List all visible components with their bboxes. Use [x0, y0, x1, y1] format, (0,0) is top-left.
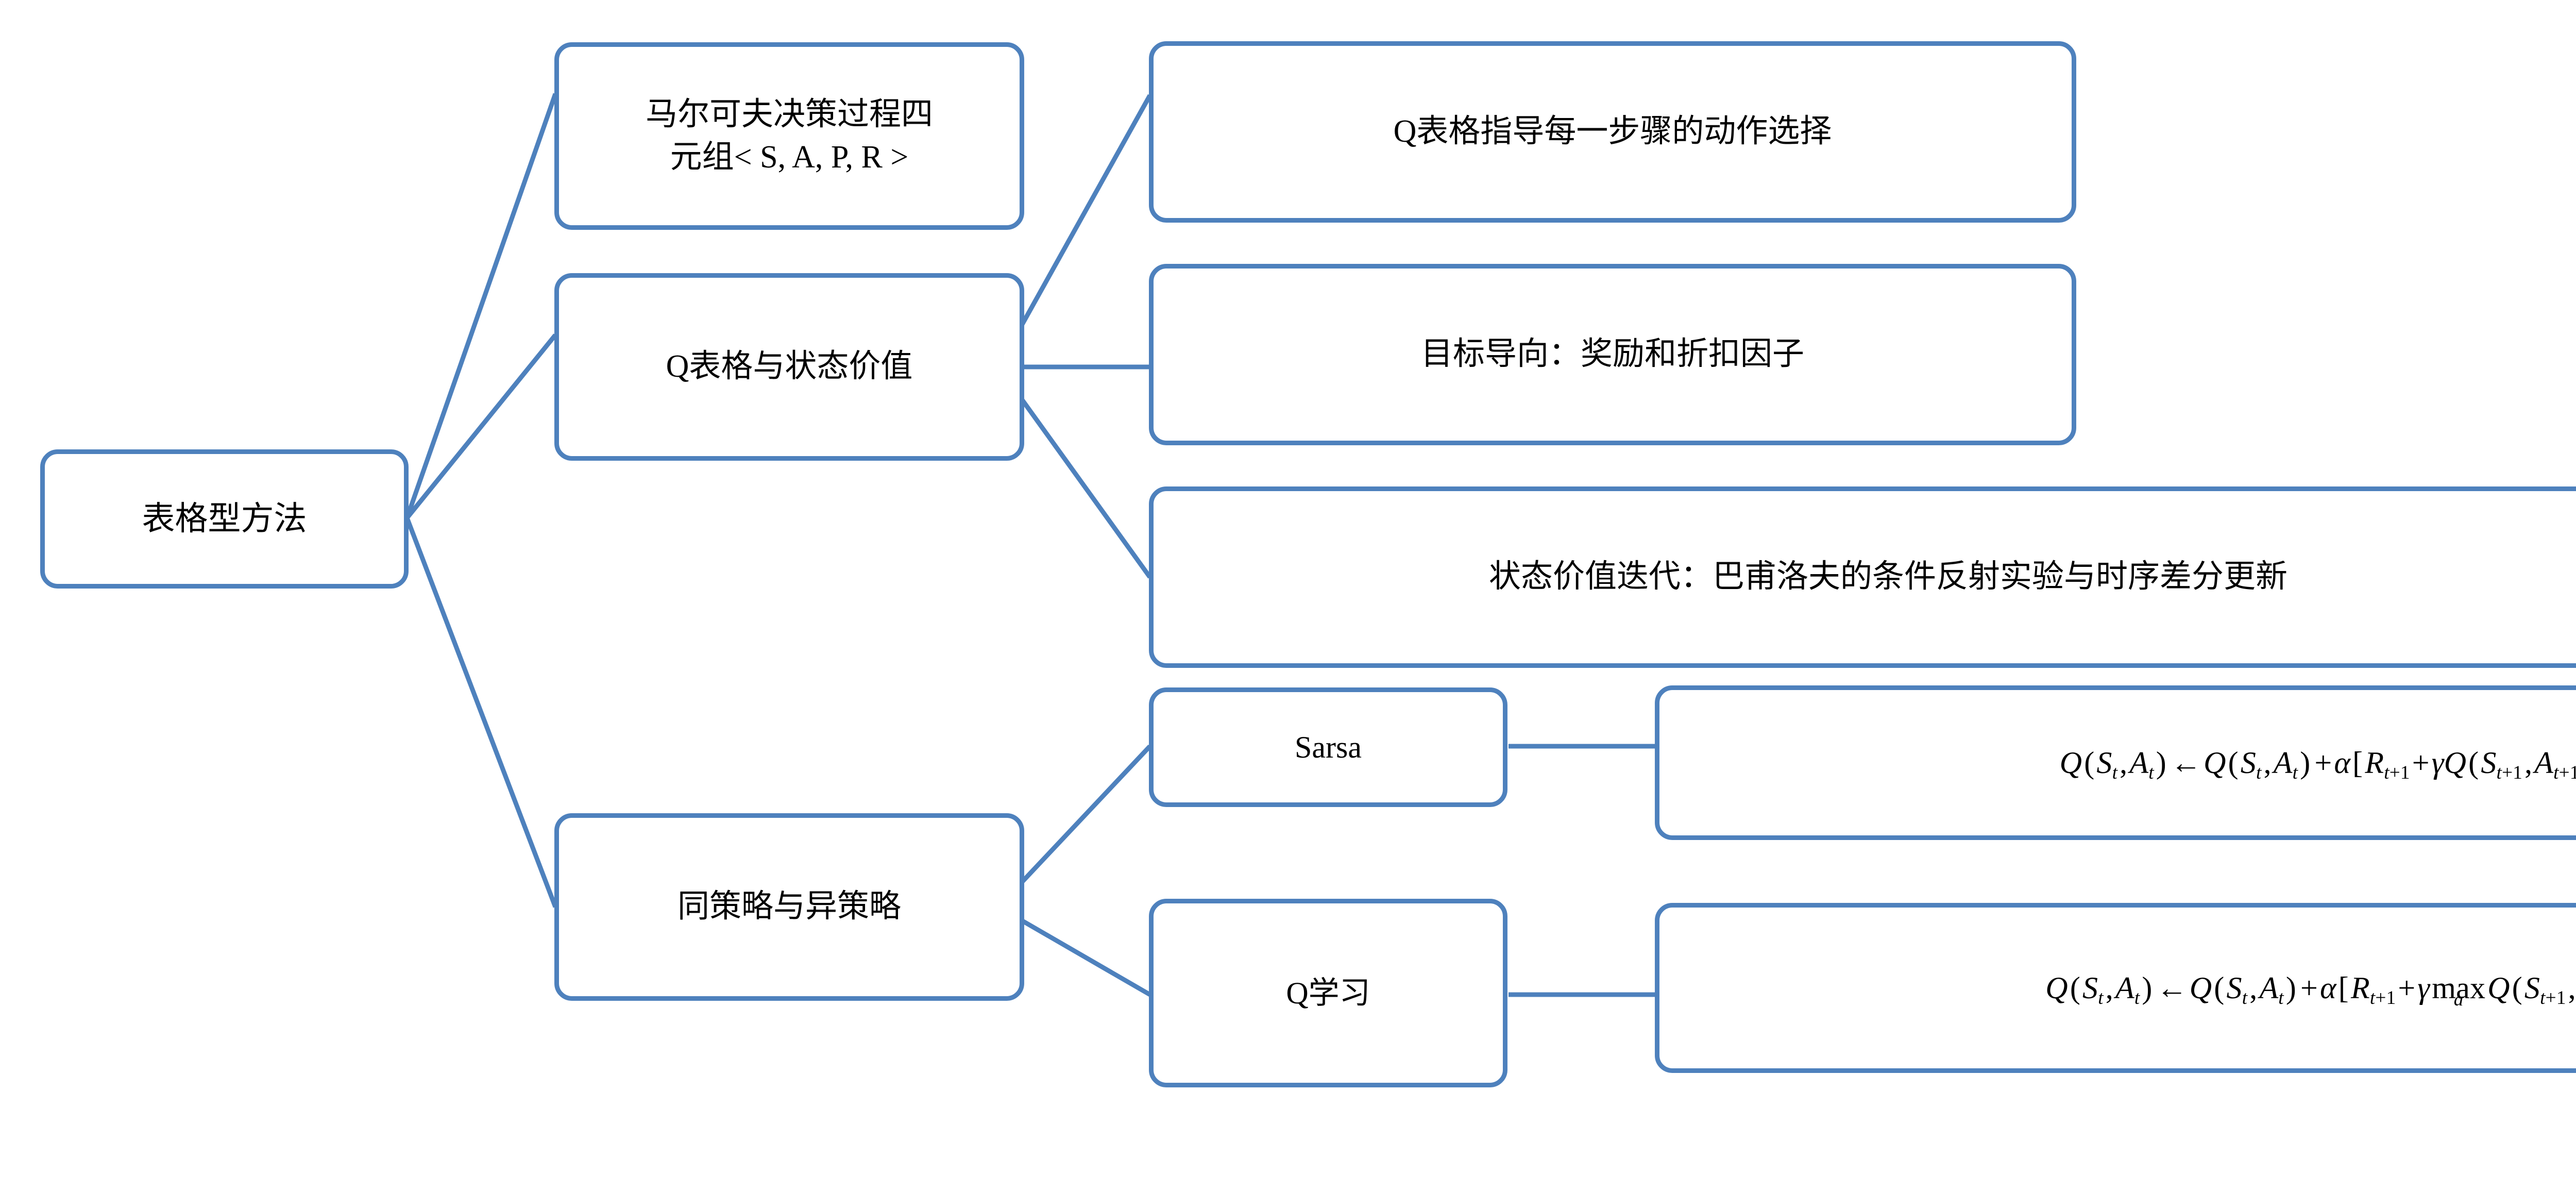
node-root-label: 表格型方法	[142, 500, 307, 538]
node-qtable-label: Q表格与状态价值	[666, 349, 913, 384]
node-qtable-child-3-label: 状态价值迭代：巴甫洛夫的条件反射实验与时序差分更新	[1488, 559, 2287, 595]
node-policy-label: 同策略与异策略	[677, 889, 901, 925]
node-qtable-child-1-label: Q表格指导每一步骤的动作选择	[1393, 114, 1832, 149]
edge-root-to-mdp	[404, 93, 558, 519]
node-sarsa[interactable]: Sarsa	[1149, 687, 1507, 807]
node-qtable-child-3[interactable]: 状态价值迭代：巴甫洛夫的条件反射实验与时序差分更新	[1149, 486, 2576, 668]
node-policy[interactable]: 同策略与异策略	[554, 813, 1024, 1001]
node-sarsa-formula[interactable]: Q(St,At)←Q(St,At)+α[Rt+1+γQ(St+1,At+1)−Q…	[1655, 685, 2576, 840]
node-sarsa-label: Sarsa	[1295, 730, 1362, 764]
node-qlearning[interactable]: Q学习	[1149, 899, 1507, 1087]
node-qtable-child-2-label: 目标导向：奖励和折扣因子	[1420, 337, 1804, 372]
node-qlearning-label: Q学习	[1286, 976, 1370, 1010]
node-root[interactable]: 表格型方法	[40, 449, 409, 589]
edge-root-to-policy	[404, 517, 558, 908]
node-qtable-child-2[interactable]: 目标导向：奖励和折扣因子	[1149, 264, 2076, 445]
node-qlearning-formula[interactable]: Q(St,At)←Q(St,At)+α[Rt+1+γmaxaQ(St+1,a)−…	[1655, 903, 2576, 1073]
node-mdp[interactable]: 马尔可夫决策过程四 元组< S, A, P, R >	[554, 42, 1024, 230]
qlearning-formula-text: Q(St,At)←Q(St,At)+α[Rt+1+γmaxaQ(St+1,a)−…	[2045, 967, 2576, 1010]
sarsa-formula-text: Q(St,At)←Q(St,At)+α[Rt+1+γQ(St+1,At+1)−Q…	[2059, 745, 2576, 783]
node-qtable-child-1[interactable]: Q表格指导每一步骤的动作选择	[1149, 41, 2076, 223]
max-subscript: a	[2453, 988, 2464, 1010]
edge-root-to-qtable	[405, 333, 557, 519]
node-mdp-label: 马尔可夫决策过程四 元组< S, A, P, R >	[645, 96, 933, 175]
node-qtable[interactable]: Q表格与状态价值	[554, 273, 1024, 461]
